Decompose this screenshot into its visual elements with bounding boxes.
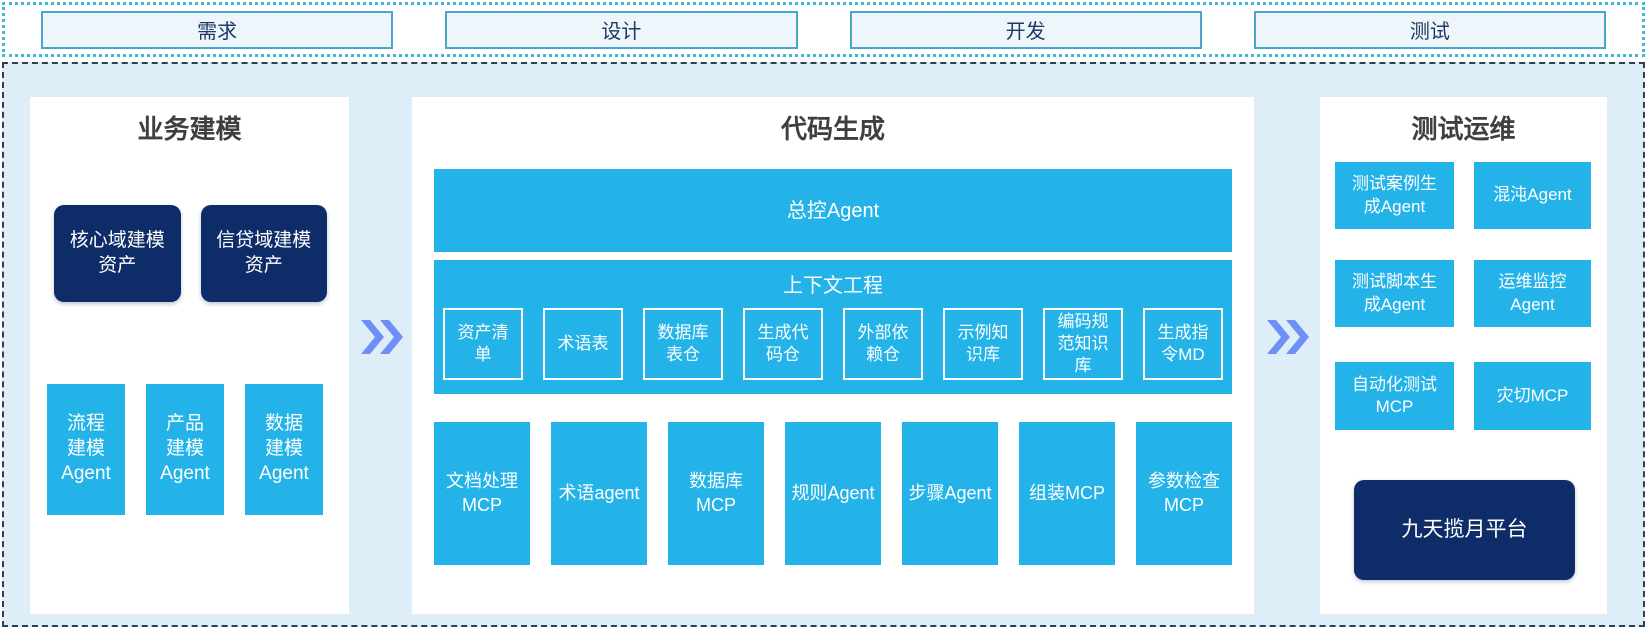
- flow-arrow-icon: [361, 320, 403, 354]
- phase-bar: 需求 设计 开发 测试: [2, 2, 1645, 57]
- master-agent-bar: 总控Agent: [434, 169, 1232, 252]
- asset-list-box: 资产清单: [443, 308, 523, 380]
- phase-testing: 测试: [1253, 10, 1606, 49]
- panel-title-code-generation: 代码生成: [780, 114, 885, 144]
- product-modeling-agent-box: 产品建模Agent: [146, 384, 224, 515]
- core-domain-asset-box: 核心域建模资产: [54, 205, 181, 302]
- disaster-switch-mcp-box: 灾切MCP: [1474, 362, 1591, 430]
- phase-label: 测试: [1409, 21, 1450, 43]
- phase-development: 开发: [849, 10, 1202, 49]
- main-container: 业务建模 核心域建模资产 信贷域建模资产 流程建模Agent 产品建模Agent…: [2, 62, 1645, 627]
- panel-title-test-ops: 测试运维: [1411, 114, 1516, 144]
- modeling-assets-row: 核心域建模资产 信贷域建模资产: [54, 205, 327, 302]
- context-engineering-box: 上下文工程 资产清单 术语表 数据库表仓 生成代码仓 外部依赖仓 示例知识库 编…: [434, 260, 1232, 394]
- phase-label: 需求: [197, 21, 238, 43]
- flow-arrow-icon: [1267, 320, 1309, 354]
- panel-title-business-modeling: 业务建模: [137, 114, 242, 144]
- phase-design: 设计: [445, 10, 798, 49]
- chaos-agent-box: 混沌Agent: [1474, 162, 1591, 229]
- jiutian-lanyue-platform-box: 九天揽月平台: [1354, 480, 1575, 580]
- coding-standards-kb-box: 编码规范知识库: [1043, 308, 1123, 380]
- glossary-box: 术语表: [543, 308, 623, 380]
- panel-code-generation: 代码生成 总控Agent 上下文工程 资产清单 术语表 数据库表仓 生成代码仓 …: [412, 97, 1254, 614]
- credit-domain-asset-box: 信贷域建模资产: [200, 205, 327, 302]
- assembly-mcp-box: 组装MCP: [1019, 422, 1115, 565]
- database-mcp-box: 数据库MCP: [668, 422, 764, 565]
- panel-test-ops: 测试运维 测试案例生成Agent 混沌Agent 测试脚本生成Agent 运维监…: [1320, 97, 1607, 614]
- ops-monitor-agent-box: 运维监控Agent: [1474, 260, 1591, 327]
- modeling-agents-row: 流程建模Agent 产品建模Agent 数据建模Agent: [47, 384, 323, 515]
- example-knowledge-base-box: 示例知识库: [943, 308, 1023, 380]
- auto-test-mcp-box: 自动化测试MCP: [1335, 362, 1454, 430]
- glossary-agent-box: 术语agent: [551, 422, 647, 565]
- data-modeling-agent-box: 数据建模Agent: [245, 384, 323, 515]
- test-case-gen-agent-box: 测试案例生成Agent: [1335, 162, 1454, 229]
- context-engineering-title: 上下文工程: [783, 275, 883, 297]
- param-check-mcp-box: 参数检查MCP: [1136, 422, 1232, 565]
- rules-agent-box: 规则Agent: [785, 422, 881, 565]
- context-items-row: 资产清单 术语表 数据库表仓 生成代码仓 外部依赖仓 示例知识库 编码规范知识库…: [434, 298, 1232, 380]
- codegen-tools-row: 文档处理MCP 术语agent 数据库MCP 规则Agent 步骤Agent 组…: [434, 422, 1232, 565]
- phase-label: 设计: [601, 21, 642, 43]
- steps-agent-box: 步骤Agent: [902, 422, 998, 565]
- panel-business-modeling: 业务建模 核心域建模资产 信贷域建模资产 流程建模Agent 产品建模Agent…: [30, 97, 349, 614]
- process-modeling-agent-box: 流程建模Agent: [47, 384, 125, 515]
- test-script-gen-agent-box: 测试脚本生成Agent: [1335, 260, 1454, 327]
- generation-instruction-md-box: 生成指令MD: [1143, 308, 1223, 380]
- phase-requirements: 需求: [41, 10, 394, 49]
- phase-label: 开发: [1005, 21, 1046, 43]
- external-deps-repo-box: 外部依赖仓: [843, 308, 923, 380]
- generated-code-repo-box: 生成代码仓: [743, 308, 823, 380]
- db-table-repo-box: 数据库表仓: [643, 308, 723, 380]
- doc-processing-mcp-box: 文档处理MCP: [434, 422, 530, 565]
